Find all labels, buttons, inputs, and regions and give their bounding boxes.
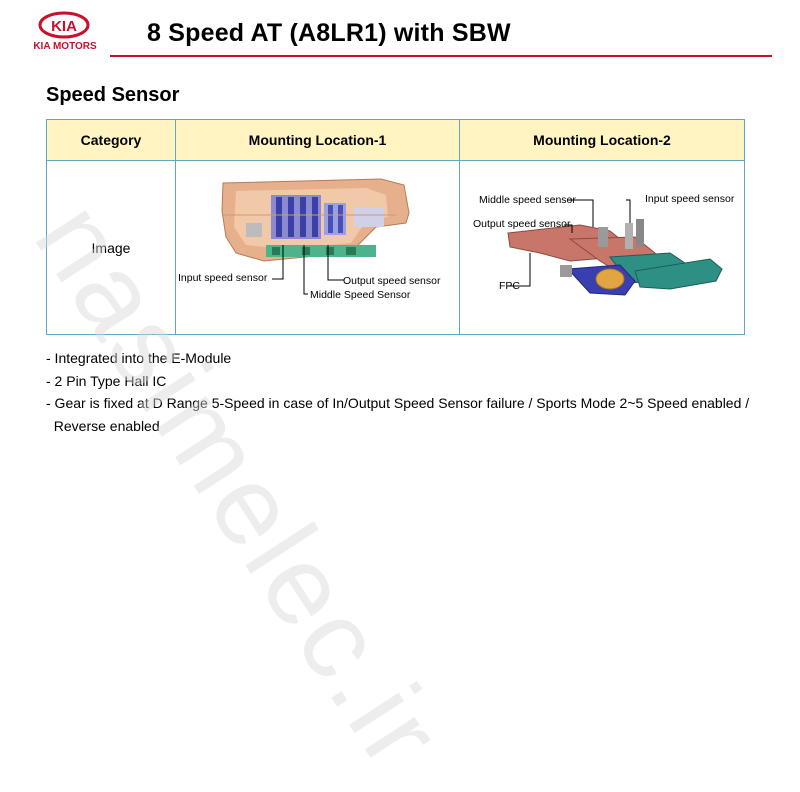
category-cell: Image xyxy=(46,160,176,335)
header-category: Category xyxy=(46,119,176,161)
logo-text: KIA xyxy=(51,18,77,35)
e-module-fpc-image xyxy=(507,199,723,296)
header-location-2: Mounting Location-2 xyxy=(459,119,745,161)
label-input-speed-sensor-2: Input speed sensor xyxy=(645,193,735,205)
table-row: Image xyxy=(46,160,745,335)
speed-sensor-table: Category Mounting Location-1 Mounting Lo… xyxy=(46,119,745,335)
brand-text: KIA MOTORS xyxy=(33,41,97,52)
location-1-cell: Input speed sensor Output speed sensor M… xyxy=(175,160,460,335)
list-item: - Gear is fixed at D Range 5-Speed in ca… xyxy=(46,395,750,411)
kia-logo-icon: KIA KIA MOTORS xyxy=(33,11,97,52)
label-middle-speed-sensor-1: Middle Speed Sensor xyxy=(310,289,411,301)
page-title: 8 Speed AT (A8LR1) with SBW xyxy=(147,19,511,47)
label-output-speed-sensor-2: Output speed sensor xyxy=(473,218,571,230)
list-item: Reverse enabled xyxy=(46,417,160,434)
label-output-speed-sensor-1: Output speed sensor xyxy=(343,275,441,287)
header-location-1: Mounting Location-1 xyxy=(175,119,460,161)
list-item: - Integrated into the E-Module xyxy=(46,350,232,366)
table-header-row: Category Mounting Location-1 Mounting Lo… xyxy=(46,119,745,161)
label-middle-speed-sensor-2: Middle speed sensor xyxy=(479,194,576,206)
title-divider xyxy=(110,55,772,57)
notes-list: - Integrated into the E-Module - 2 Pin T… xyxy=(46,347,749,437)
label-fpc: FPC xyxy=(499,280,520,292)
location-2-cell: Middle speed sensor Input speed sensor O… xyxy=(459,160,745,335)
transmission-cutaway-image xyxy=(221,178,410,295)
section-title: Speed Sensor xyxy=(46,84,180,106)
label-input-speed-sensor-1: Input speed sensor xyxy=(178,272,268,284)
list-item: - 2 Pin Type Hall IC xyxy=(46,372,167,389)
